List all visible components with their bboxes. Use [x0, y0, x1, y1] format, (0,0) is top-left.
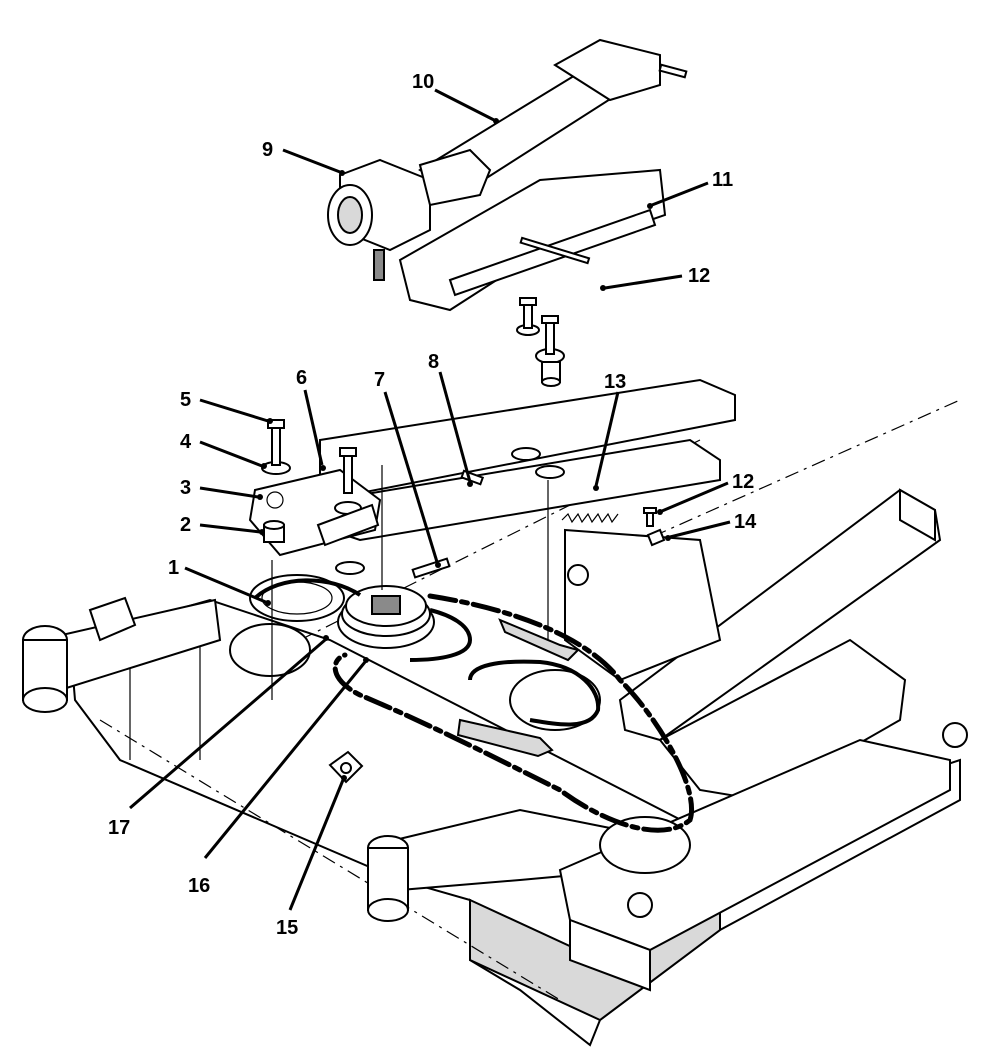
callout-1: 1 [168, 557, 179, 579]
right-arm [658, 638, 907, 802]
callout-9: 9 [262, 139, 273, 161]
callout-12-right: 12 [732, 471, 754, 493]
callout-10: 10 [412, 71, 434, 93]
shield-bolt [519, 236, 591, 265]
shaft-pin [658, 63, 688, 79]
callout-16: 16 [188, 875, 210, 897]
isolator-washer-lower [535, 465, 565, 479]
washer-lower [335, 561, 365, 575]
bolt-left [271, 424, 281, 466]
callout-13: 13 [604, 371, 626, 393]
callout-17: 17 [108, 817, 130, 839]
callout-2: 2 [180, 514, 191, 536]
idler-plate-upper [498, 618, 580, 662]
callout-labels: 1 2 3 4 5 6 7 8 9 10 11 12 12 13 14 15 1… [108, 71, 757, 939]
small-bolt [646, 511, 654, 527]
callout-5: 5 [180, 389, 191, 411]
callout-3: 3 [180, 477, 191, 499]
callout-7: 7 [374, 369, 385, 391]
left-spindle-cover [229, 623, 311, 677]
callout-11: 11 [712, 169, 733, 191]
callout-8: 8 [428, 351, 439, 373]
callout-6: 6 [296, 367, 307, 389]
idler-plate-lower [456, 718, 554, 758]
pivot-bracket [564, 528, 722, 682]
callout-12-top: 12 [688, 265, 710, 287]
callout-leaders [129, 88, 731, 911]
mower-deck-assembly [22, 38, 968, 1047]
bolt-middle [343, 452, 353, 494]
drive-belt [332, 593, 694, 833]
callout-4: 4 [180, 431, 192, 453]
callout-14: 14 [734, 511, 757, 533]
tension-spring [561, 512, 619, 524]
center-spindle-cover [509, 669, 601, 731]
callout-15: 15 [276, 917, 298, 939]
pulley-arm [316, 503, 380, 547]
spindle-belt [409, 608, 601, 727]
u-joint [418, 148, 492, 207]
retainer-clip [646, 528, 666, 547]
